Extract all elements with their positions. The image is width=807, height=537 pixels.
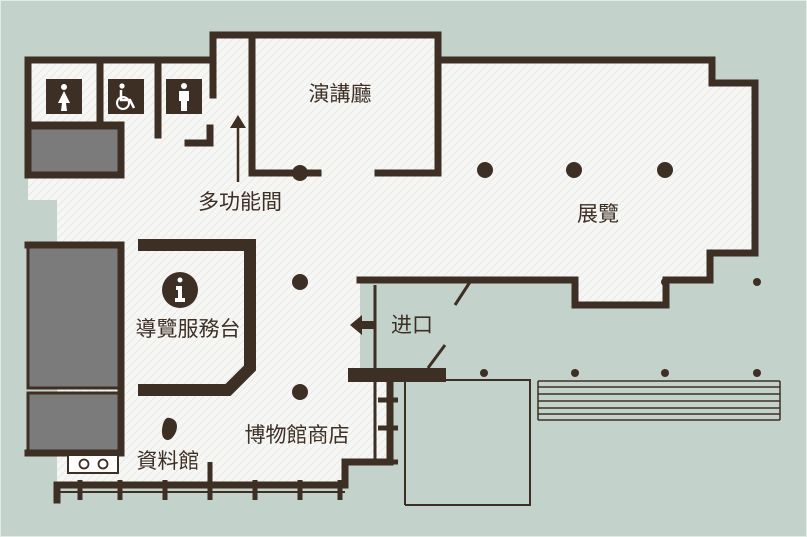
column — [292, 165, 308, 181]
column-small — [753, 278, 761, 286]
wall-ticks-right — [378, 397, 398, 465]
arrow-up-icon — [230, 115, 246, 182]
column — [292, 384, 308, 400]
column-small — [571, 369, 579, 377]
column-small — [753, 369, 761, 377]
column — [657, 162, 673, 178]
info-desk-curve — [200, 240, 232, 245]
entrance-gate — [348, 368, 446, 382]
service-core-lower — [26, 391, 123, 455]
columns — [292, 162, 761, 400]
terrace-outline — [405, 379, 531, 506]
outdoor-steps — [537, 380, 781, 421]
service-core-upper — [26, 126, 123, 177]
column-small — [661, 369, 669, 377]
info-desk-label: 導覽服務台 — [136, 317, 241, 341]
facade-ticks — [77, 480, 343, 500]
exhibition-label: 展覽 — [577, 202, 619, 226]
door-swing-lower — [426, 344, 447, 369]
museum-shop-label: 博物館商店 — [245, 423, 350, 447]
counter-icon — [67, 454, 119, 474]
arrow-left-icon — [350, 315, 376, 335]
info-icon — [162, 272, 198, 308]
column-small — [480, 369, 488, 377]
multipurpose-label: 多功能間 — [198, 190, 282, 214]
service-core-middle — [26, 243, 123, 390]
door-swing-upper — [453, 281, 472, 306]
column — [292, 274, 308, 290]
entrance-label: 进口 — [391, 313, 433, 337]
resource-center-label: 資料館 — [137, 449, 200, 473]
column-small — [661, 278, 669, 286]
column — [566, 162, 582, 178]
resource-center-marker — [162, 417, 177, 440]
wheelchair-icon — [108, 79, 144, 114]
male-restroom-icon — [166, 79, 202, 114]
female-restroom-icon — [46, 79, 82, 114]
column — [477, 162, 493, 178]
auditorium-label: 演講廳 — [309, 82, 372, 106]
